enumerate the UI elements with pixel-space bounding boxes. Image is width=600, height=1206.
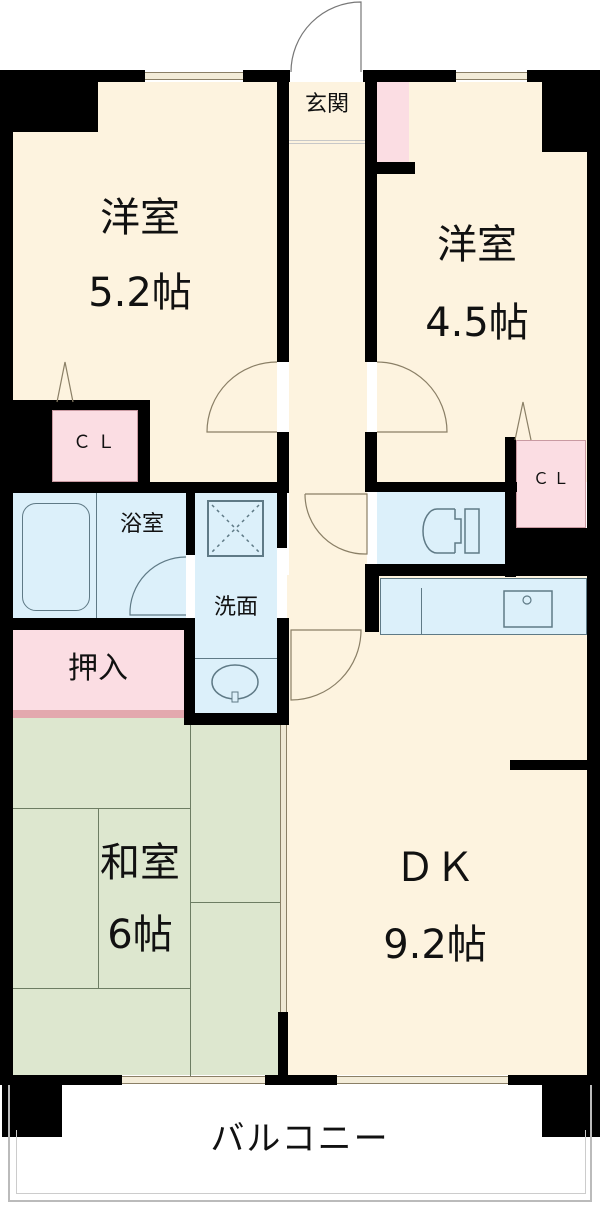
bathtub-divider [96,493,97,618]
wall-hall-left-lower [277,432,289,492]
outer-wall-bottom-mid [265,1075,337,1085]
closet-2-floor [516,440,586,528]
wall-wash-bottom [184,713,284,725]
washbasin-counter-line [195,658,277,659]
washbasin [211,664,259,703]
wall-bath-top [12,482,289,493]
closet-1-label: ＣＬ [73,432,121,453]
pillar-top-left [0,70,98,132]
japanese-room-floor [12,718,280,1075]
wall-closet-2-bottom [505,528,587,576]
window-western-room-1 [145,72,243,80]
toilet [422,508,480,554]
kitchen-counter [380,578,587,635]
window-western-room-2 [456,72,527,80]
outer-wall-top-mid2 [363,70,456,82]
dk-floor [287,575,587,1075]
wall-closet-1-side [12,400,52,482]
entrance-label: 玄関 [304,92,349,117]
wall-wash-right [277,618,289,725]
western-room-2-name: 洋室 [437,222,517,268]
wall-japanese-dk [278,1012,288,1082]
closet-1-floor [52,410,138,482]
dk-size: 9.2帖 [383,922,487,968]
wall-closet-2-left [505,437,516,577]
wall-closet-1 [12,400,150,410]
entrance-door-swing[interactable] [289,0,369,80]
tatami-line [190,718,191,1076]
bathroom-label: 浴室 [119,512,164,537]
hallway-floor [289,82,367,622]
wall-wash-right-top [277,493,287,548]
western-room-2-size: 4.5帖 [425,300,529,346]
closet-2-label: ＣＬ [532,469,573,488]
window-dk [337,1076,508,1084]
wall-kitchen-left [365,564,379,632]
oshiire-floor [12,630,184,710]
wall-closet-1-right [138,400,150,482]
outer-wall-left [0,70,13,1082]
japanese-room-name: 和室 [100,840,180,886]
entrance-floor [289,82,365,144]
wall-hall-right-lower [365,432,377,492]
outer-wall-right [587,70,600,1082]
sliding-door-japanese-dk[interactable] [280,725,287,1012]
wall-hall-right [365,82,377,362]
outer-wall-top-mid [243,70,290,82]
wall-dk-stub [510,760,590,770]
wall-hall-left [277,82,289,362]
western-room-1-door[interactable] [205,360,280,435]
wall-wash-left [184,618,195,725]
kitchen-sink [503,590,553,628]
tatami-line [12,808,190,809]
bathroom-door[interactable] [128,555,188,620]
balcony-outline [8,1085,592,1202]
dk-door[interactable] [289,628,364,703]
wall-bath-bottom [12,618,195,630]
wall-bath-wash [186,493,195,555]
closet-2-door-marker [514,401,532,441]
wall-toilet-top [377,482,517,492]
balcony-inner-outline [16,1130,586,1194]
pillar-bottom-left [2,1075,62,1137]
oshiire-rail [12,710,184,718]
bathtub [22,503,90,611]
oshiire-label: 押入 [68,651,128,686]
bathroom-floor [12,493,186,618]
dk-name: ＤＫ [395,845,475,891]
tatami-line [98,808,99,988]
balcony-label: バルコニー [210,1119,390,1159]
wall-shoe-cabinet [365,162,415,174]
kitchen-counter-divider [421,588,422,634]
japanese-room-size: 6帖 [107,912,173,958]
closet-1-door-marker [56,361,74,403]
toilet-door[interactable] [304,492,370,557]
toilet-floor [377,492,505,564]
tatami-line [190,902,280,903]
western-room-2-door[interactable] [375,360,450,435]
tatami-line [12,988,190,989]
western-room-1-name: 洋室 [100,195,180,241]
washroom-label: 洗面 [213,595,258,620]
window-japanese-room [122,1076,265,1084]
washing-machine-pan [207,500,264,557]
western-room-1-size: 5.2帖 [88,270,192,316]
